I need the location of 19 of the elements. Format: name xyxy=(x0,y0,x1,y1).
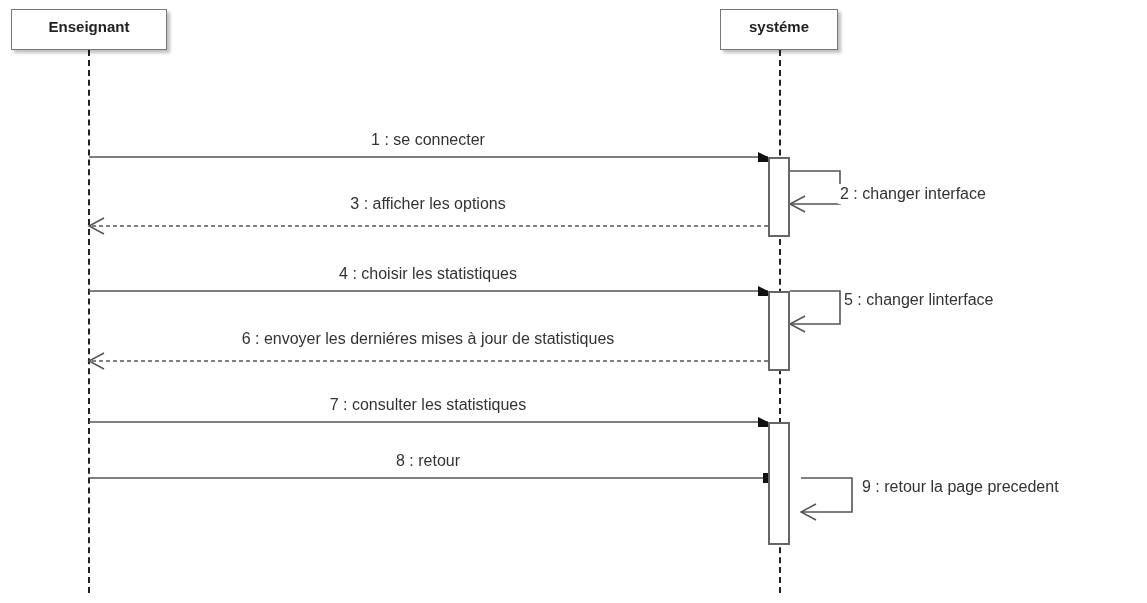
message-label: 9 : retour la page precedent xyxy=(860,477,1061,497)
participant-box xyxy=(720,9,838,50)
message-label: 6 : envoyer les derniéres mises à jour de statistiques xyxy=(239,329,617,349)
message-label: 7 : consulter les statistiques xyxy=(327,395,529,415)
participant-box xyxy=(11,9,167,50)
message-label: 3 : afficher les options xyxy=(348,194,508,214)
participant-name: systéme xyxy=(748,18,809,37)
message-label: 2 : changer interface xyxy=(838,184,988,204)
lifeline xyxy=(88,50,90,593)
activation-bar xyxy=(768,157,790,237)
message-arrow xyxy=(800,477,853,521)
activation-bar xyxy=(768,291,790,371)
message-arrow xyxy=(88,217,769,235)
activation-bar xyxy=(768,422,790,545)
message-label: 4 : choisir les statistiques xyxy=(337,264,519,284)
message-label: 5 : changer linterface xyxy=(842,290,996,310)
message-arrow xyxy=(88,352,769,370)
message-arrow xyxy=(789,290,841,333)
participant-name: Enseignant xyxy=(48,18,130,37)
